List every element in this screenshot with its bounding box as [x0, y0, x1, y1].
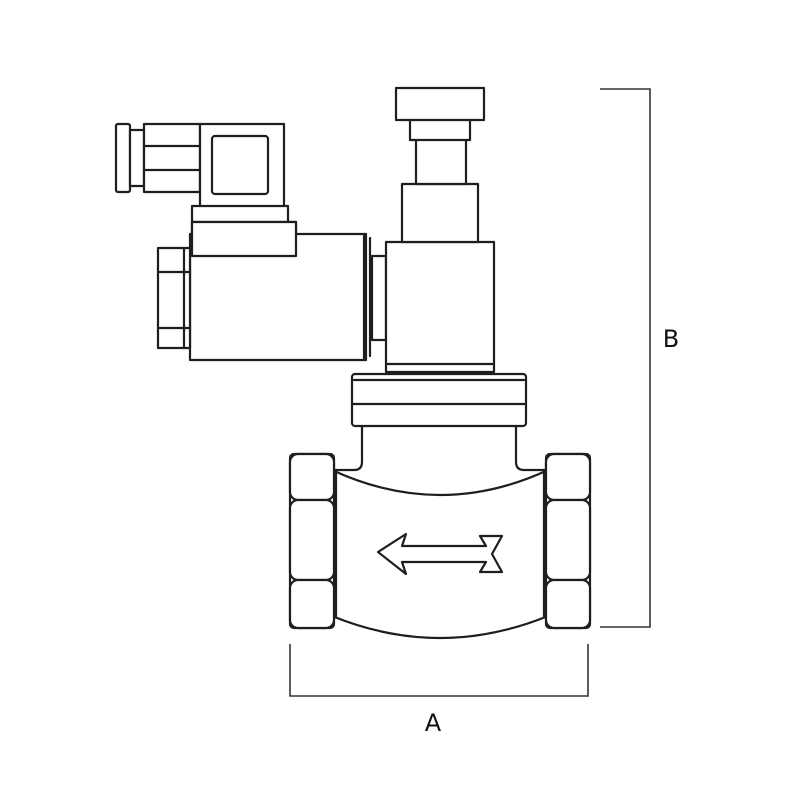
connector-body	[142, 122, 202, 194]
dimension-label-b: B	[663, 325, 679, 353]
coil-ring	[370, 254, 388, 342]
dimension-line-b	[600, 88, 651, 628]
connector-nut	[114, 122, 132, 194]
actuator-collar	[408, 116, 472, 142]
left-hex-port	[288, 452, 336, 630]
actuator-stem	[414, 136, 468, 186]
reset-knob	[394, 86, 486, 122]
connector-plug	[114, 122, 286, 210]
neck-left	[334, 424, 364, 472]
body-bottom-curve	[330, 614, 550, 640]
flow-arrow-icon	[376, 532, 504, 576]
connector-window	[210, 134, 270, 196]
body-top-curve	[330, 468, 550, 497]
solenoid-coil	[156, 204, 388, 362]
bonnet-flange	[334, 372, 546, 472]
dimension-line-a	[289, 644, 589, 697]
actuator-neck	[400, 182, 480, 244]
actuator-housing	[384, 240, 496, 374]
right-hex-port	[544, 452, 592, 630]
flange	[350, 372, 528, 428]
actuator-column	[384, 86, 496, 374]
valve-body	[330, 468, 550, 640]
coil-end-nut	[156, 246, 192, 350]
dimension-label-a: A	[425, 709, 442, 737]
connector-ring	[128, 128, 146, 188]
neck-right	[514, 424, 546, 472]
